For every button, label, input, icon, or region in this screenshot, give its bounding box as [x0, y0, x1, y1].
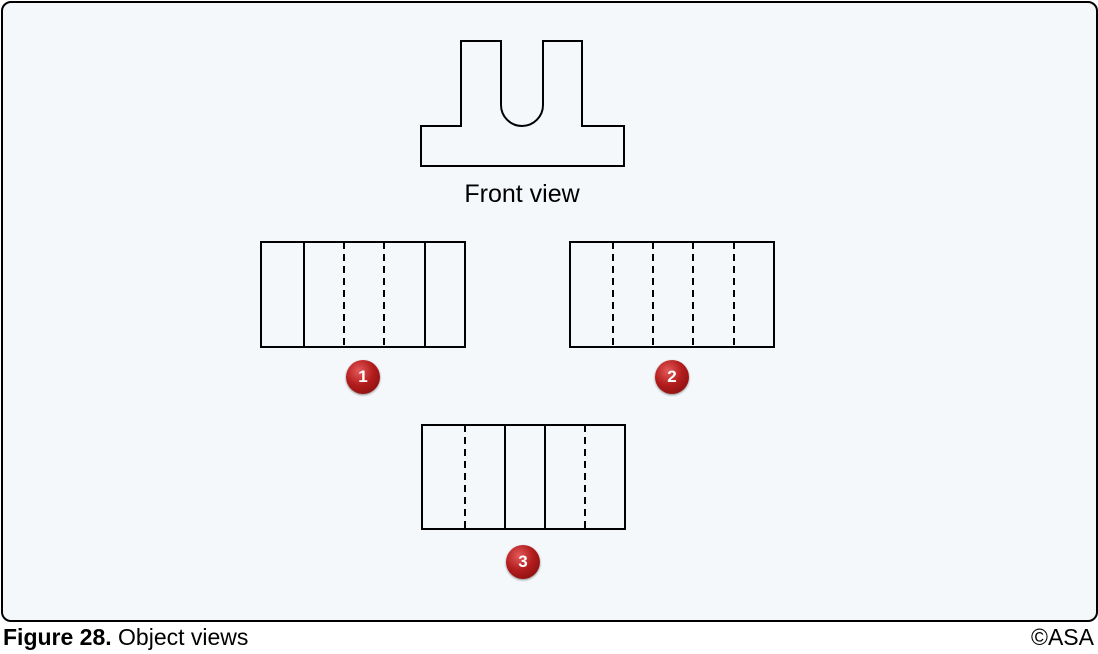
- copyright-notice: ©ASA: [1031, 624, 1094, 650]
- option-badge-3: 3: [506, 545, 540, 579]
- figure-number: Figure 28.: [3, 624, 112, 650]
- figure-panel: [1, 1, 1098, 622]
- option-badge-2: 2: [655, 360, 689, 394]
- option-badge-1: 1: [346, 360, 380, 394]
- front-view-outline: [420, 40, 625, 167]
- view-option-2: [569, 241, 775, 348]
- view-option-1: [260, 241, 466, 348]
- figure-caption: Figure 28. Object views: [3, 624, 248, 651]
- view-option-3: [421, 424, 626, 530]
- figure-title: Object views: [111, 624, 249, 650]
- front-view-label: Front view: [464, 180, 580, 208]
